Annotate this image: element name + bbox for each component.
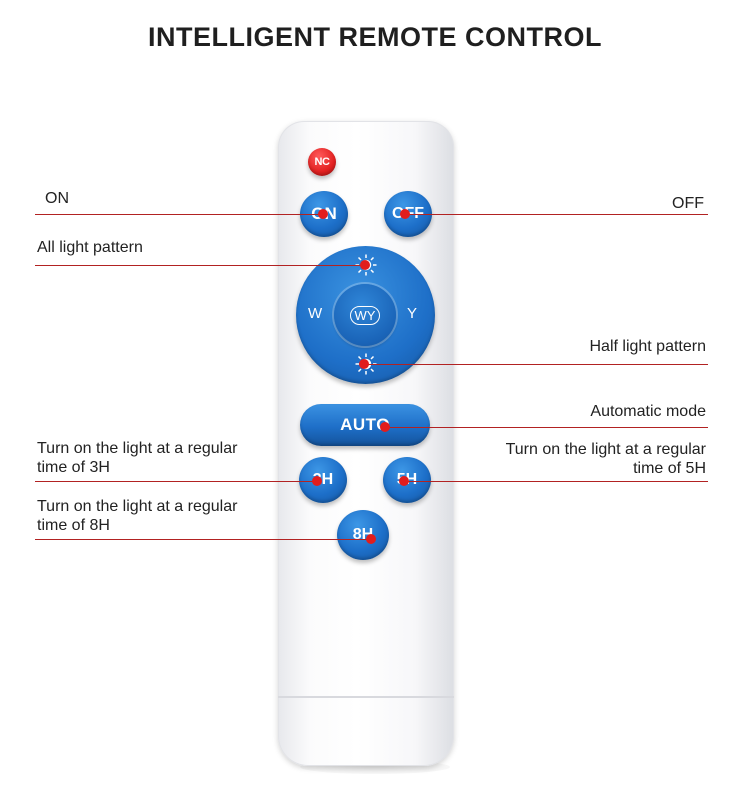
off-pointer-dot bbox=[400, 209, 410, 219]
timer-8h-label-line1: Turn on the light at a regular bbox=[37, 498, 238, 515]
off-label: OFF bbox=[672, 195, 704, 212]
auto-pointer-dot bbox=[380, 422, 390, 432]
off-leader-line bbox=[404, 214, 708, 215]
w-button[interactable]: W bbox=[308, 305, 323, 322]
timer-8h-button[interactable]: 8H bbox=[337, 510, 389, 560]
remote-battery-seam bbox=[278, 696, 454, 698]
y-button[interactable]: Y bbox=[407, 305, 418, 322]
timer-8h-leader-line bbox=[35, 539, 371, 540]
timer-3h-pointer-dot bbox=[312, 476, 322, 486]
nc-button[interactable]: NC bbox=[308, 148, 336, 176]
half-light-label: Half light pattern bbox=[589, 338, 706, 355]
all-light-label: All light pattern bbox=[37, 239, 143, 256]
auto-leader-line bbox=[384, 427, 708, 428]
on-label: ON bbox=[45, 190, 69, 207]
timer-8h-pointer-dot bbox=[366, 534, 376, 544]
timer-3h-label-line1: Turn on the light at a regular bbox=[37, 440, 238, 457]
timer-5h-label-line2: time of 5H bbox=[633, 460, 706, 477]
on-leader-line bbox=[35, 214, 325, 215]
all-light-leader-line bbox=[35, 265, 367, 266]
timer-5h-label-line1: Turn on the light at a regular bbox=[505, 441, 706, 458]
half-light-pointer-dot bbox=[359, 359, 369, 369]
timer-3h-button[interactable]: 3H bbox=[299, 457, 347, 503]
timer-8h-label-line2: time of 8H bbox=[37, 517, 110, 534]
timer-5h-pointer-dot bbox=[399, 476, 409, 486]
auto-label: Automatic mode bbox=[590, 403, 706, 420]
wy-center-button[interactable]: WY bbox=[334, 284, 396, 346]
timer-3h-leader-line bbox=[35, 481, 317, 482]
timer-5h-leader-line bbox=[404, 481, 708, 482]
on-pointer-dot bbox=[318, 209, 328, 219]
wy-label: WY bbox=[349, 305, 381, 325]
all-light-pointer-dot bbox=[360, 260, 370, 270]
timer-3h-label-line2: time of 3H bbox=[37, 459, 110, 476]
half-light-leader-line bbox=[364, 364, 708, 365]
page-title: INTELLIGENT REMOTE CONTROL bbox=[148, 22, 602, 52]
auto-button[interactable]: AUTO bbox=[300, 404, 430, 446]
